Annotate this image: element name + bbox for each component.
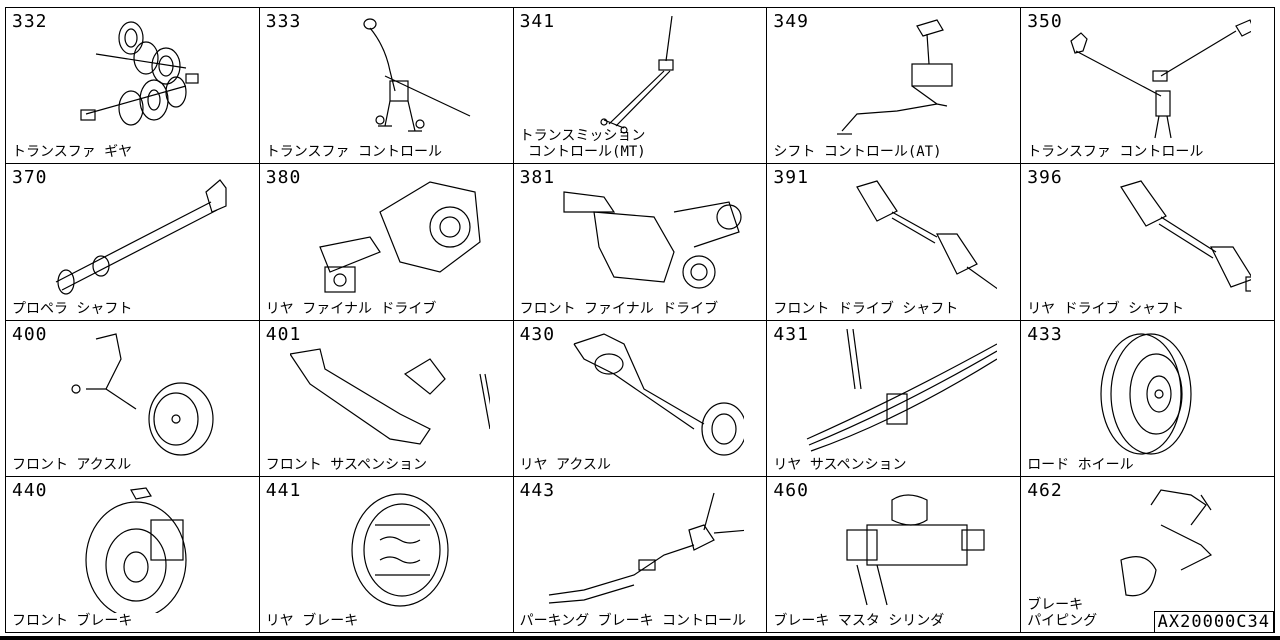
part-label: トランスファ コントロール (265, 144, 442, 161)
part-cell-381[interactable]: 381 フロント ファイナル ドライブ (513, 164, 768, 321)
rear-final-drive-icon (318, 181, 481, 293)
part-cell-430[interactable]: 430 リヤ アクスル (513, 320, 768, 477)
part-code: 462 (1027, 479, 1063, 501)
part-label: ブレーキ マスタ シリンダ (773, 613, 945, 629)
part-code: 381 (519, 167, 556, 189)
part-cell-431[interactable]: 431 リヤ サスペンション (767, 320, 1022, 477)
part-code: 380 (265, 167, 302, 189)
part-code: 431 (773, 323, 809, 345)
part-code: 433 (1027, 323, 1063, 345)
part-code: 332 (12, 11, 48, 32)
parking-brake-control-icon (548, 492, 744, 604)
part-code: 333 (265, 11, 302, 32)
rear-suspension-icon (807, 328, 998, 452)
part-label: ロード ホイール (1027, 456, 1134, 473)
part-label: トランスファ コントロール (1027, 144, 1204, 161)
part-code: 349 (773, 11, 809, 32)
rear-axle-icon (573, 332, 744, 456)
part-label: リヤ サスペンション (773, 456, 907, 473)
part-label: リヤ ドライブ シャフト (1027, 300, 1185, 317)
front-axle-icon (71, 332, 214, 456)
part-cell-341[interactable]: 341 トランスミッション コントロール(MT) (513, 8, 768, 165)
part-cell-400[interactable]: 400 フロント アクスル (6, 320, 260, 477)
part-cell-460[interactable]: 460 ブレーキ マスタ シリンダ (767, 476, 1022, 633)
part-label: リヤ アクスル (519, 456, 611, 473)
part-label: パーキング ブレーキ コントロール (519, 613, 747, 629)
part-cell-391[interactable]: 391 フロント ドライブ シャフト (767, 164, 1022, 321)
part-label: リヤ ブレーキ (265, 613, 359, 629)
part-label: フロント ブレーキ (12, 613, 133, 629)
part-cell-401[interactable]: 401 フロント サスペンション (259, 320, 514, 477)
front-suspension-icon (289, 347, 490, 445)
part-label: トランスファ ギヤ (12, 144, 133, 161)
part-cell-380[interactable]: 380 リヤ ファイナル ドライブ (259, 164, 514, 321)
part-label: ブレーキ パイピング (1027, 597, 1098, 629)
front-brake-icon (85, 487, 187, 613)
part-label: フロント ファイナル ドライブ (519, 300, 719, 317)
front-final-drive-icon (562, 191, 742, 289)
part-cell-433[interactable]: 433 ロード ホイール (1021, 320, 1275, 477)
part-code: 441 (265, 479, 302, 501)
part-cell-349[interactable]: 349 シフト コントロール(AT) (767, 8, 1022, 165)
diagram-id-code: AX20000C34 (1153, 611, 1274, 633)
transmission-control-rod-icon (599, 16, 674, 134)
part-cell-396[interactable]: 396 リヤ ドライブ シャフト (1021, 164, 1275, 321)
part-code: 341 (519, 11, 556, 32)
part-code: 370 (12, 167, 48, 189)
part-cell-440[interactable]: 440 フロント ブレーキ (6, 476, 260, 633)
part-cell-370[interactable]: 370 プロペラ シャフト (6, 164, 260, 321)
part-label: トランスミッション コントロール(MT) (519, 128, 646, 161)
part-code: 350 (1027, 11, 1063, 32)
rear-drive-shaft-icon (1120, 180, 1252, 292)
transfer-control-fork-icon (1070, 19, 1252, 139)
part-code: 401 (265, 323, 302, 345)
transfer-gear-icon (80, 21, 199, 126)
part-code: 396 (1027, 167, 1063, 189)
part-label: フロント サスペンション (265, 456, 427, 473)
part-code: 391 (773, 167, 809, 189)
part-label: リヤ ファイナル ドライブ (265, 300, 437, 317)
part-cell-441[interactable]: 441 リヤ ブレーキ (259, 476, 514, 633)
brake-piping-icon (1120, 489, 1213, 597)
front-drive-shaft-icon (856, 180, 998, 290)
part-code: 400 (12, 323, 48, 345)
part-code: 443 (519, 479, 556, 501)
part-cell-333[interactable]: 333 トランスファ コントロール (259, 8, 514, 165)
parts-category-grid: 332 トランスファ ギヤ 333 トランスファ コントロール 341 (5, 7, 1275, 633)
part-label: フロント ドライブ シャフト (773, 300, 959, 317)
part-label: フロント アクスル (12, 456, 132, 473)
propeller-shaft-icon (55, 179, 227, 295)
bottom-divider (0, 636, 1280, 640)
part-label: シフト コントロール(AT) (773, 144, 942, 161)
part-cell-462[interactable]: 462 ブレーキ パイピング (1021, 476, 1275, 633)
brake-master-cylinder-icon (846, 494, 985, 605)
shift-control-at-icon (837, 19, 953, 135)
transfer-control-lever-icon (363, 18, 471, 132)
part-cell-332[interactable]: 332 トランスファ ギヤ (6, 8, 260, 165)
part-label: プロペラ シャフト (12, 300, 133, 317)
part-cell-443[interactable]: 443 パーキング ブレーキ コントロール (513, 476, 768, 633)
part-code: 460 (773, 479, 809, 501)
part-code: 440 (12, 479, 48, 501)
road-wheel-icon (1100, 332, 1192, 455)
rear-brake-icon (351, 493, 449, 607)
part-code: 430 (519, 323, 556, 345)
part-cell-350[interactable]: 350 トランスファ コントロール (1021, 8, 1275, 165)
